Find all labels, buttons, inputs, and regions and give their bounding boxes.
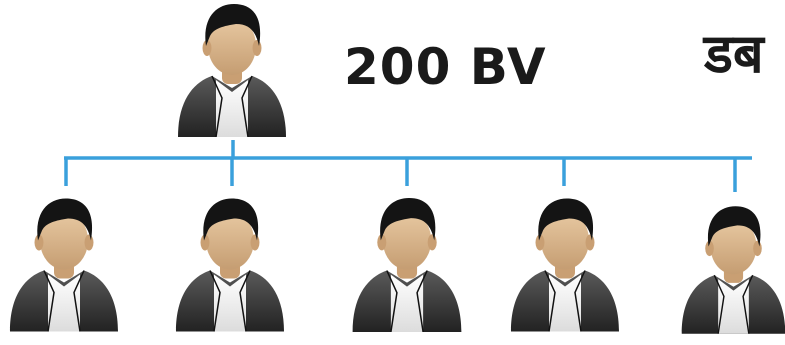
parent-member-icon — [177, 3, 287, 137]
connector-lines — [64, 140, 752, 192]
child-member-icon-4 — [510, 197, 620, 332]
bv-label: 200 BV — [344, 38, 547, 96]
side-label: डब — [704, 22, 764, 85]
child-member-icon-3 — [351, 197, 463, 332]
child-member-icon-5 — [681, 205, 785, 335]
child-member-icon-1 — [9, 197, 119, 332]
child-member-icon-2 — [175, 197, 285, 332]
